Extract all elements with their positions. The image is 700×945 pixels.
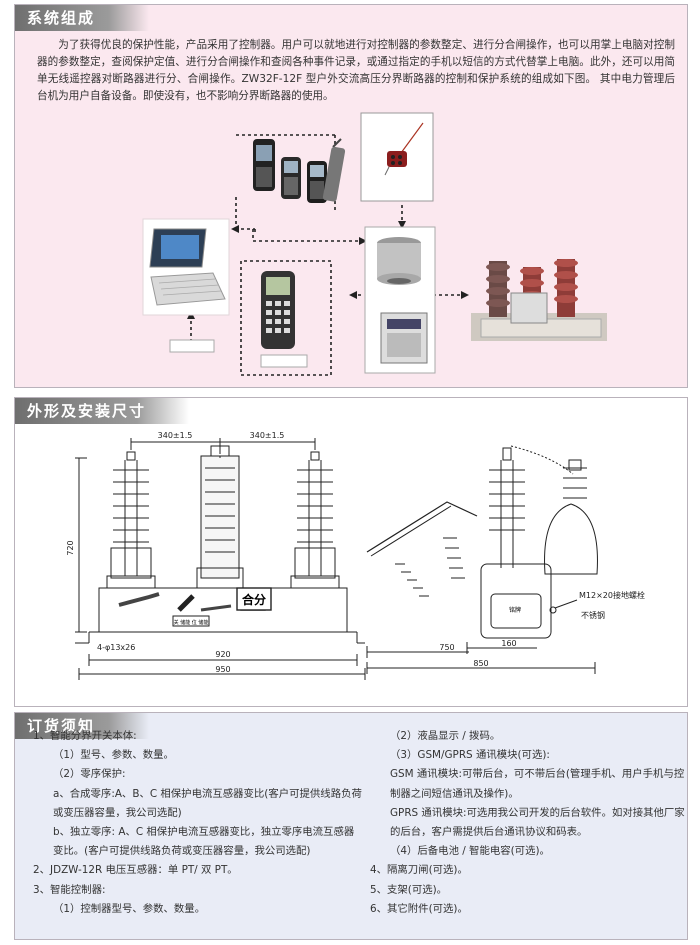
ordering-item: GSM 通讯模块:可带后台，可不带后台(管理手机、用户手机与控制器之间短信通讯及… (390, 768, 685, 800)
side-plate-text: 铭牌 (509, 606, 521, 614)
front-insulator-right (290, 451, 340, 589)
side-insulator (489, 447, 525, 568)
ordering-item: （2）液晶显示 / 拨码。 (390, 730, 501, 742)
ordering-item: b、独立零序: A、C 相保护电流互感器变比，独立零序电流互感器变比。(客户可提… (53, 826, 355, 858)
dimension-drawing: 合分 关 储能 位 储能 铭牌 340±1.5 340±1.5 720 4-φ1… (66, 431, 645, 680)
mobile-phone-icon (253, 138, 346, 203)
ordering-item: GPRS 通讯模块:可选用我公司开发的后台软件。如对接其他厂家的后台，客户需提供… (390, 806, 685, 839)
front-insulator-left (106, 451, 156, 589)
front-center-pole (196, 438, 244, 589)
system-diagram (142, 112, 607, 376)
ordering-item: a、合成零序:A、B、C 相保护电流互感器变比(客户可提供线路负荷或变压器容量，… (53, 787, 362, 819)
remote-control-icon (384, 122, 424, 176)
front-plate-text: 关 储能 位 储能 (174, 619, 209, 626)
ordering-item: （1）控制器型号、参数、数量。 (53, 902, 206, 915)
ordering-item: （4）后备电池 / 智能电容(可选)。 (390, 845, 550, 858)
dimensions-section: 外形及安装尺寸 (14, 397, 688, 707)
dim-850: 850 (473, 659, 488, 668)
dim-340-left: 340±1.5 (158, 431, 193, 440)
section-title-dimensions: 外形及安装尺寸 (15, 398, 189, 424)
knob-label-box (236, 587, 272, 611)
laptop-label-box (169, 339, 215, 353)
dim-920: 920 (215, 650, 230, 659)
dim-holes: 4-φ13x26 (97, 643, 135, 652)
system-intro-paragraph: 为了获得优良的保护性能，产品采用了控制器。用户可以就地进行对控制器的参数整定、进… (37, 39, 675, 102)
ordering-item: 3、智能控制器: (33, 883, 106, 896)
switchgear-icon (471, 259, 607, 341)
ordering-item: 2、JDZW-12R 电压互感器：单 PT/ 双 PT。 (33, 864, 238, 877)
dim-950: 950 (215, 665, 230, 674)
ordering-item: 1、智能分界开关本体: (33, 730, 137, 742)
knob-label: 合分 (242, 592, 266, 607)
dim-720: 720 (66, 540, 75, 555)
bolt-label: M12×20接地螺栓 (579, 590, 645, 600)
front-tank (98, 587, 348, 633)
ordering-item: 4、隔离刀闸(可选)。 (370, 864, 468, 877)
side-tank (480, 563, 552, 639)
dim-160: 160 (501, 639, 516, 648)
pda-label-box (260, 354, 308, 368)
ordering-item: （2）零序保护: (53, 768, 126, 781)
section-title-ordering: 订货须知 (15, 713, 149, 739)
ordering-list-left: 1、智能分界开关本体: （1）型号、参数、数量。 （2）零序保护: a、合成零序:A、… (33, 727, 363, 919)
ordering-list-right: （2）液晶显示 / 拨码。 （3）GSM/GPRS 通讯模块(可选): GSM 通讯… (370, 727, 685, 919)
front-plate (172, 615, 210, 627)
ordering-item: （1）型号、参数、数量。 (53, 749, 174, 762)
dim-750: 750 (439, 643, 454, 652)
side-pt (544, 459, 598, 575)
ordering-item: 6、其它附件(可选)。 (370, 902, 468, 915)
dim-340-right: 340±1.5 (250, 431, 285, 440)
handheld-pda-icon (261, 271, 295, 349)
ordering-item: （3）GSM/GPRS 通讯模块(可选): (390, 749, 550, 762)
section-title-system: 系统组成 (15, 5, 149, 31)
bolt-material: 不锈钢 (581, 610, 605, 620)
ordering-item: 5、支架(可选)。 (370, 883, 448, 896)
system-composition-section: 系统组成 为了获得优良的保护性能，产品采用了控制器。用户可以就地进行对控制器的参… (14, 4, 688, 388)
laptop-icon (142, 218, 230, 316)
controller-icon (377, 237, 428, 364)
ordering-section: 订货须知 1、智能分界开关本体: （1）型号、参数、数量。 （2）零序保护: a、合成… (14, 712, 688, 940)
